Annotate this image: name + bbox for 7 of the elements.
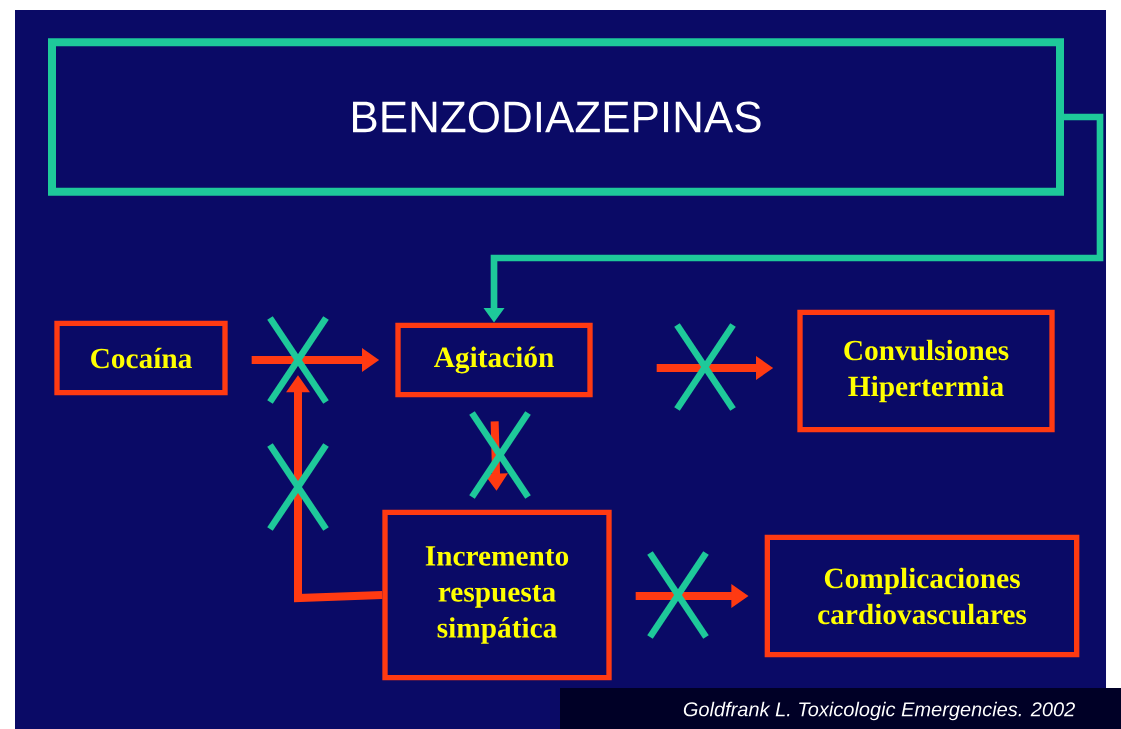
process-box: Complicaciones cardiovasculares [764,534,1080,658]
title-box: BENZODIAZEPINAS [48,38,1064,196]
citation: Goldfrank L. Toxicologic Emergencies. 2002 [560,688,1121,729]
process-box: Incremento respuesta simpática [382,509,612,681]
process-box: Agitación [395,322,593,398]
process-box: Cocaína [54,320,228,396]
process-box: Convulsiones Hipertermia [797,309,1055,433]
